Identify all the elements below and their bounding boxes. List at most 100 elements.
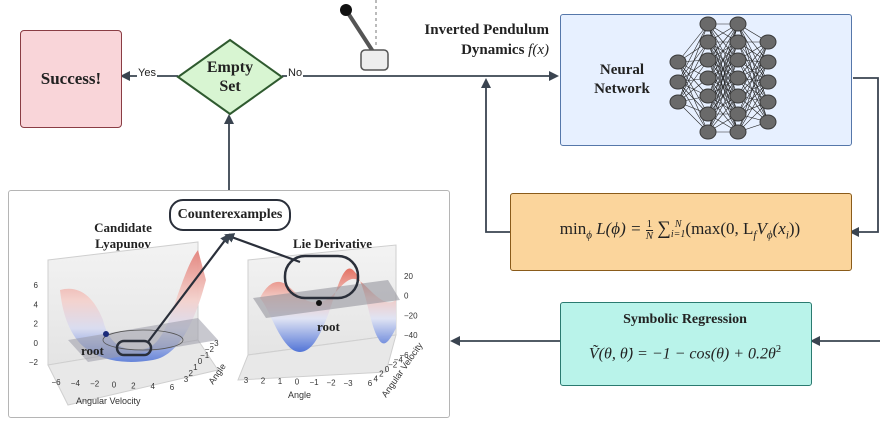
plot1-y-tick: 3 <box>184 375 189 384</box>
network-edge <box>677 23 709 63</box>
counterexamples-label: Counterexamples <box>177 207 283 222</box>
loss-box <box>510 193 852 271</box>
network-node <box>699 88 717 104</box>
dynamics-line2: Dynamics f(x) <box>461 42 549 58</box>
network-edge <box>677 41 709 103</box>
plot1-x-tick: −6 <box>51 378 61 387</box>
empty-set-line1: Empty <box>206 59 254 76</box>
network-node <box>729 16 747 32</box>
network-edge <box>737 59 769 123</box>
network-edge <box>677 41 709 83</box>
network-to-loss-arrow <box>849 77 879 237</box>
network-edge <box>737 61 769 133</box>
network-node <box>729 34 747 50</box>
plot1-y-tick: 1 <box>193 363 198 372</box>
network-node <box>729 124 747 140</box>
network-edge <box>737 23 769 83</box>
loss-formula: minϕ L(ϕ) = 1 N ∑ N i=1 (max(0, LfVϕ(xi)… <box>559 217 801 242</box>
network-edge <box>677 23 709 83</box>
candidate-line1: Candidate <box>94 220 152 235</box>
network-node <box>699 106 717 122</box>
network-node <box>699 124 717 140</box>
dynamics-function: f(x) <box>528 42 549 58</box>
plot2-x-tick: 1 <box>278 377 283 386</box>
candidate-line2: Lyapunov <box>95 236 151 251</box>
plot1-x-tick: 0 <box>112 381 117 390</box>
plot2-y-tick: −6 <box>399 351 409 360</box>
network-edge <box>677 81 709 133</box>
network-edge <box>737 41 769 97</box>
network-edge <box>677 61 709 115</box>
network-node <box>699 34 717 50</box>
network-node <box>699 16 717 32</box>
plot1-root-point <box>103 331 109 337</box>
plot2-counterexample-loop <box>283 254 360 300</box>
network-edge <box>737 23 769 63</box>
plot2-root-label: root <box>317 319 340 334</box>
plot1-z-tick: 0 <box>34 339 39 348</box>
success-box: Success! <box>20 30 122 128</box>
plot1-y-tick: −3 <box>209 339 219 348</box>
dynamics-label: Inverted Pendulum Dynamics f(x) <box>399 20 549 60</box>
plot2-x-axis-label: Angle <box>288 390 311 400</box>
network-node <box>729 70 747 86</box>
plot1-x-tick: −4 <box>71 379 81 388</box>
network-edge <box>677 59 709 103</box>
network-node <box>759 114 777 130</box>
dynamics-line1: Inverted Pendulum <box>424 22 549 38</box>
candidate-lyapunov-title: Candidate Lyapunov <box>78 220 168 252</box>
plot1-x-axis-label: Angular Velocity <box>76 396 141 406</box>
plot1-x-tick: 4 <box>150 382 155 391</box>
plot1-z-tick: 6 <box>34 281 39 290</box>
plot2-x-tick: −2 <box>326 379 336 388</box>
network-edge <box>737 81 769 133</box>
network-edge <box>707 77 739 133</box>
plot1-counterexample-loop <box>115 339 153 357</box>
plot2-root-point <box>316 300 322 306</box>
network-node <box>729 106 747 122</box>
counterexamples-box: Counterexamples <box>169 199 291 231</box>
plot2-y-tick: −2 <box>388 360 398 369</box>
network-node <box>759 54 777 70</box>
pendulum-icon <box>340 4 389 71</box>
plot1-x-tick: 2 <box>131 381 136 390</box>
network-node <box>669 94 687 110</box>
plot1-to-counterexamples-arrow <box>147 233 231 343</box>
plot1-y-tick: 0 <box>198 357 203 366</box>
plot1-root-label: root <box>81 343 104 358</box>
plot1-contour <box>102 329 184 351</box>
network-node <box>759 94 777 110</box>
lie-derivative-title: Lie Derivative <box>293 236 373 251</box>
plot1-y-tick: −1 <box>200 351 210 360</box>
network-edge <box>737 59 769 103</box>
plot2-x-tick: 0 <box>295 378 300 387</box>
plot2-z-ticks: 200−20−40 <box>404 272 418 340</box>
plot2-x-tick: 3 <box>244 376 249 385</box>
success-label: Success! <box>40 69 102 88</box>
network-node <box>669 74 687 90</box>
plot2-z-tick: −20 <box>404 311 418 320</box>
plot1-z-tick: 4 <box>34 300 39 309</box>
plot2-z-tick: 20 <box>404 272 413 281</box>
plot2-floor-pane <box>237 334 397 381</box>
empty-set-label: Empty Set <box>196 52 264 102</box>
network-edge <box>737 41 769 103</box>
plot1-x-tick: 6 <box>170 383 175 392</box>
plot2-x-tick: 2 <box>261 377 266 386</box>
loss-feedback-arrow <box>481 78 512 233</box>
plot2-y-tick: 6 <box>368 379 373 388</box>
plot2-z-tick: −40 <box>404 331 418 340</box>
network-node <box>729 88 747 104</box>
plot2-y-tick: −4 <box>394 356 404 365</box>
yes-label: Yes <box>137 67 157 79</box>
plot2-x-tick: −1 <box>309 378 319 387</box>
symbolic-regression-box <box>560 302 812 386</box>
network-node <box>699 52 717 68</box>
network-line2: Network <box>594 81 650 97</box>
plot1-z-tick: −2 <box>29 358 39 367</box>
network-node <box>759 34 777 50</box>
